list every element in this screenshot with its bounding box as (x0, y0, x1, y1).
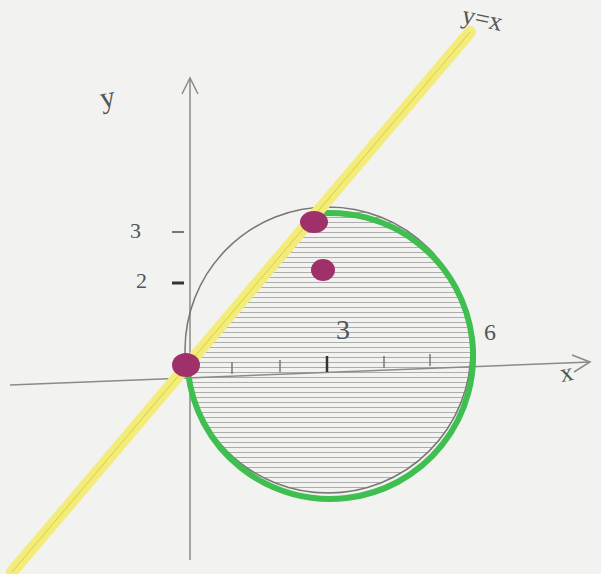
point (300, 211, 328, 233)
tick (326, 356, 329, 372)
tick (231, 362, 233, 374)
green-arc (188, 213, 473, 499)
tick (279, 360, 281, 372)
tick (172, 231, 184, 233)
point (311, 259, 335, 281)
tick-label: 2 (136, 270, 147, 292)
line-edge (12, 32, 470, 572)
x-arrow (572, 355, 590, 372)
y-axis (189, 78, 191, 560)
tick-label: 3 (336, 316, 350, 344)
tick (429, 354, 431, 366)
tick (172, 282, 184, 285)
tick-label: 6 (484, 320, 496, 344)
tick-label: 3 (130, 220, 141, 242)
x-axis (10, 362, 590, 385)
line-y-equals-x (12, 32, 470, 572)
point (172, 353, 200, 377)
y-arrow (182, 78, 198, 94)
axis-label: y (98, 81, 118, 113)
tick (383, 356, 385, 368)
